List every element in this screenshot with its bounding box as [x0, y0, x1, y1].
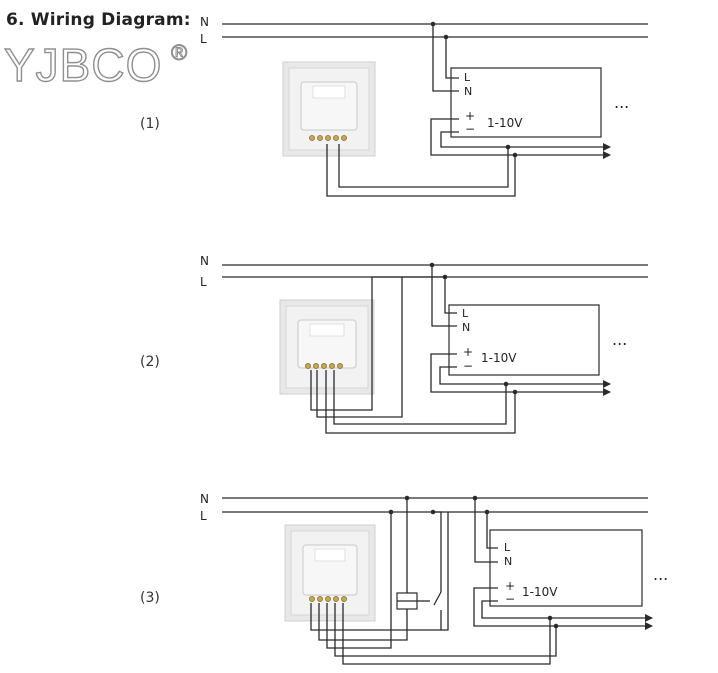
driver-neutral-terminal: N [504, 555, 512, 568]
junction-dot [429, 262, 435, 268]
junction-dot [472, 495, 478, 501]
diagram-1-label: (1) [140, 116, 160, 132]
terminal-screw [333, 135, 339, 141]
junction-dot [443, 34, 449, 40]
dim-minus-out [481, 600, 653, 622]
junction-dot [404, 495, 410, 501]
led-driver-2 [448, 304, 600, 376]
neutral-label: N [200, 15, 209, 29]
dim-signal-wire-b [338, 144, 509, 188]
neutral-label: N [200, 492, 209, 506]
driver-live-feed [445, 37, 459, 79]
dim-minus-out [439, 366, 611, 388]
live-to-dimmer [310, 276, 445, 411]
junction-dot [484, 509, 490, 515]
relay-coil-return [318, 603, 408, 641]
driver-plus-terminal: + [465, 109, 475, 123]
terminal-screw [317, 135, 323, 141]
contact-lower [440, 512, 449, 631]
driver-live-terminal: L [464, 71, 471, 84]
junction-dot [430, 21, 436, 27]
dim-signal-wire-b [342, 603, 551, 665]
dim-signal-wire-b [333, 370, 507, 425]
live-label: L [200, 509, 207, 523]
page-title: 6. Wiring Diagram: [6, 10, 191, 30]
junction-dot [430, 509, 436, 515]
driver-minus-terminal: − [505, 592, 515, 606]
driver-live-terminal: L [504, 541, 511, 554]
terminal-screw [317, 596, 323, 602]
dim-signal-wire-a [326, 144, 516, 197]
dim-signal-wire-a [325, 370, 516, 434]
dim-minus-out [440, 131, 611, 151]
dimmer-load-wire [310, 603, 441, 631]
live-label: L [200, 275, 207, 289]
more-drivers-ellipsis: ... [653, 565, 668, 584]
live-label: L [200, 32, 207, 46]
driver-plus-terminal: + [505, 579, 515, 593]
load-to-mains [316, 277, 403, 418]
junction-dot [388, 509, 394, 515]
driver-neutral-terminal: N [462, 321, 470, 334]
terminal-screw [309, 596, 315, 602]
diagram-3-label: (3) [140, 590, 160, 606]
live-to-dimmer [326, 512, 392, 649]
driver-neutral-feed [474, 498, 498, 563]
led-driver-1 [450, 67, 602, 138]
module-knob [312, 85, 346, 99]
more-drivers-ellipsis: ... [614, 93, 629, 112]
terminal-screw [325, 596, 331, 602]
dim-signal-wire-a [334, 603, 557, 657]
terminal-screw [325, 135, 331, 141]
relay-contact-blade [433, 591, 442, 606]
dimming-input-label: 1-10V [481, 351, 517, 365]
terminal-screw [337, 363, 343, 369]
driver-minus-terminal: − [465, 122, 475, 136]
led-driver-3 [489, 529, 643, 607]
terminal-screw [341, 135, 347, 141]
dim-plus-out [430, 353, 611, 396]
brand-logo: YJBCO® [3, 39, 189, 91]
diagram-2-label: (2) [140, 354, 160, 370]
driver-plus-terminal: + [463, 345, 473, 359]
contact-upper [433, 511, 442, 592]
terminal-screw [313, 363, 319, 369]
terminal-screw [333, 596, 339, 602]
driver-live-feed [486, 512, 498, 549]
dimmer-switch-1 [282, 61, 376, 157]
dimming-input-label: 1-10V [487, 116, 523, 130]
more-drivers-ellipsis: ... [612, 330, 627, 349]
dimmer-switch-3 [284, 524, 376, 622]
module-knob [309, 323, 345, 337]
dimming-input-label: 1-10V [522, 585, 558, 599]
terminal-screw [341, 596, 347, 602]
dimmer-switch-2 [279, 299, 375, 395]
driver-minus-terminal: − [463, 359, 473, 373]
driver-live-feed [444, 277, 457, 314]
dim-plus-out [430, 118, 611, 159]
terminal-screw [321, 363, 327, 369]
neutral-label: N [200, 254, 209, 268]
terminal-screw [309, 135, 315, 141]
driver-live-terminal: L [462, 307, 469, 320]
driver-neutral-feed [431, 265, 457, 327]
registered-mark: ® [170, 40, 189, 65]
driver-neutral-terminal: N [464, 85, 472, 98]
terminal-screw [305, 363, 311, 369]
module-knob [314, 548, 346, 562]
driver-neutral-feed [432, 24, 459, 92]
terminal-screw [329, 363, 335, 369]
dim-plus-out [473, 587, 653, 630]
